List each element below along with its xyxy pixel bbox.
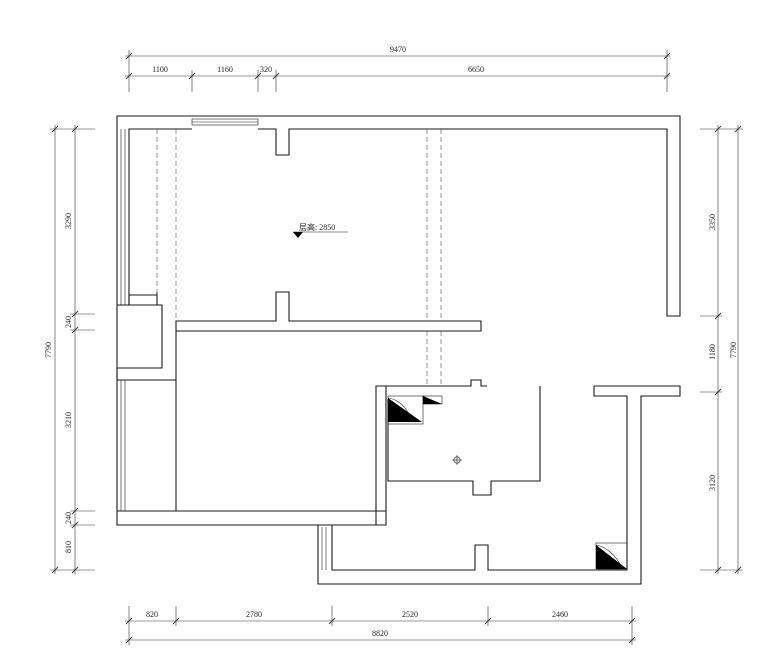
dim-bottom-1: 820 (146, 610, 158, 619)
right-dimension-chain: 3350 1180 3120 7790 (700, 125, 743, 574)
ceiling-height-marker: 层高: 2850 (293, 222, 348, 238)
dim-left-total: 7790 (44, 342, 53, 358)
ceiling-light-icon (452, 455, 462, 465)
dim-top-3: 320 (260, 65, 272, 74)
dim-right-2: 1180 (708, 344, 717, 360)
dim-right-total: 7790 (729, 342, 738, 358)
left-dimension-chain: 7790 3290 240 3210 240 810 (44, 125, 95, 574)
dim-left-4: 240 (64, 512, 73, 524)
dim-top-2: 1160 (217, 65, 233, 74)
dim-left-5: 810 (64, 541, 73, 553)
bottom-dimension-chain: 820 2780 2520 2460 8820 (125, 606, 636, 645)
dim-left-3: 3210 (64, 412, 73, 428)
top-dimension-chain: 9470 1100 1160 320 6650 (125, 45, 671, 92)
dim-top-1: 1100 (152, 65, 168, 74)
shaft-fill-3 (596, 545, 627, 569)
dim-left-2: 240 (64, 316, 73, 328)
dim-bottom-3: 2520 (402, 610, 418, 619)
dim-bottom-2: 2780 (246, 610, 262, 619)
walls (116, 115, 681, 585)
ceiling-height-label: 层高: 2850 (299, 222, 335, 232)
dim-right-3: 3120 (708, 475, 717, 491)
dim-left-1: 3290 (64, 213, 73, 229)
dim-bottom-total: 8820 (372, 629, 388, 638)
elevation-marker-icon (293, 232, 303, 238)
shaft-fill-1 (388, 398, 422, 422)
dim-bottom-4: 2460 (552, 610, 568, 619)
dim-top-total: 9470 (390, 45, 406, 54)
dim-top-4: 6650 (468, 65, 484, 74)
dim-right-1: 3350 (708, 214, 717, 230)
duct-shafts (387, 395, 628, 570)
shaft-fill-2 (423, 396, 442, 404)
beam-lines (156, 129, 442, 386)
